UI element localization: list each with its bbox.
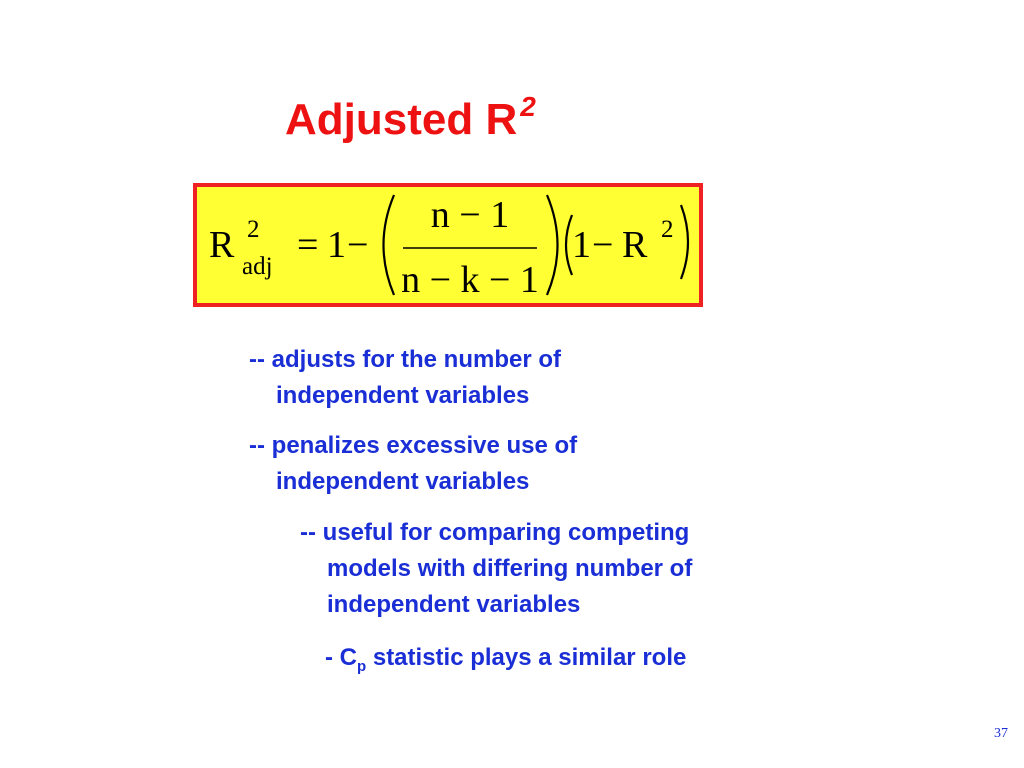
formula-right-minus: − (592, 224, 613, 266)
formula-lhs-superscript: 2 (247, 216, 260, 243)
formula-denominator: n − k − 1 (401, 259, 539, 301)
bullet-penalizes-line2: independent variables (276, 468, 530, 495)
formula-equals: = (297, 224, 318, 266)
cp-subscript: p (357, 658, 367, 675)
formula-right-superscript: 2 (661, 216, 674, 243)
formula-right-symbol: R (622, 224, 648, 266)
formula-lhs-symbol: R (209, 224, 235, 266)
bullet-useful: -- useful for comparing competing models… (300, 515, 692, 623)
adjusted-r-squared-formula: R 2 adj = 1 − n − 1 n − k − 1 1 − R 2 (209, 194, 690, 301)
page-number: 37 (994, 726, 1008, 741)
slide-title-main: Adjusted R (285, 95, 518, 144)
cp-suffix: statistic plays a similar role (366, 644, 687, 671)
formula-numerator: n − 1 (431, 194, 509, 236)
formula-right-paren (545, 194, 559, 296)
bullet-adjusts-line2: independent variables (276, 382, 530, 409)
formula-box: R 2 adj = 1 − n − 1 n − k − 1 1 − R 2 (193, 183, 703, 307)
bullet-useful-line2: models with differing number of (327, 555, 693, 582)
bullet-cp-statistic: - Cp statistic plays a similar role (325, 640, 686, 679)
formula-group-left-paren (564, 214, 574, 276)
slide-title-superscript: 2 (520, 91, 536, 122)
formula-minus: − (347, 224, 368, 266)
bullet-useful-line1: -- useful for comparing competing (300, 519, 690, 546)
formula-left-paren (382, 194, 396, 296)
formula-group-right-paren (679, 204, 690, 280)
bullet-adjusts: -- adjusts for the number of independent… (249, 342, 561, 414)
formula-one: 1 (327, 224, 346, 266)
bullet-penalizes-line1: -- penalizes excessive use of (249, 432, 578, 459)
bullet-adjusts-line1: -- adjusts for the number of (249, 346, 561, 373)
cp-prefix: - C (325, 644, 357, 671)
formula-lhs-subscript: adj (242, 253, 273, 280)
formula-right-one: 1 (572, 224, 591, 266)
bullet-useful-line3: independent variables (327, 591, 581, 618)
bullet-penalizes: -- penalizes excessive use of independen… (249, 428, 577, 500)
